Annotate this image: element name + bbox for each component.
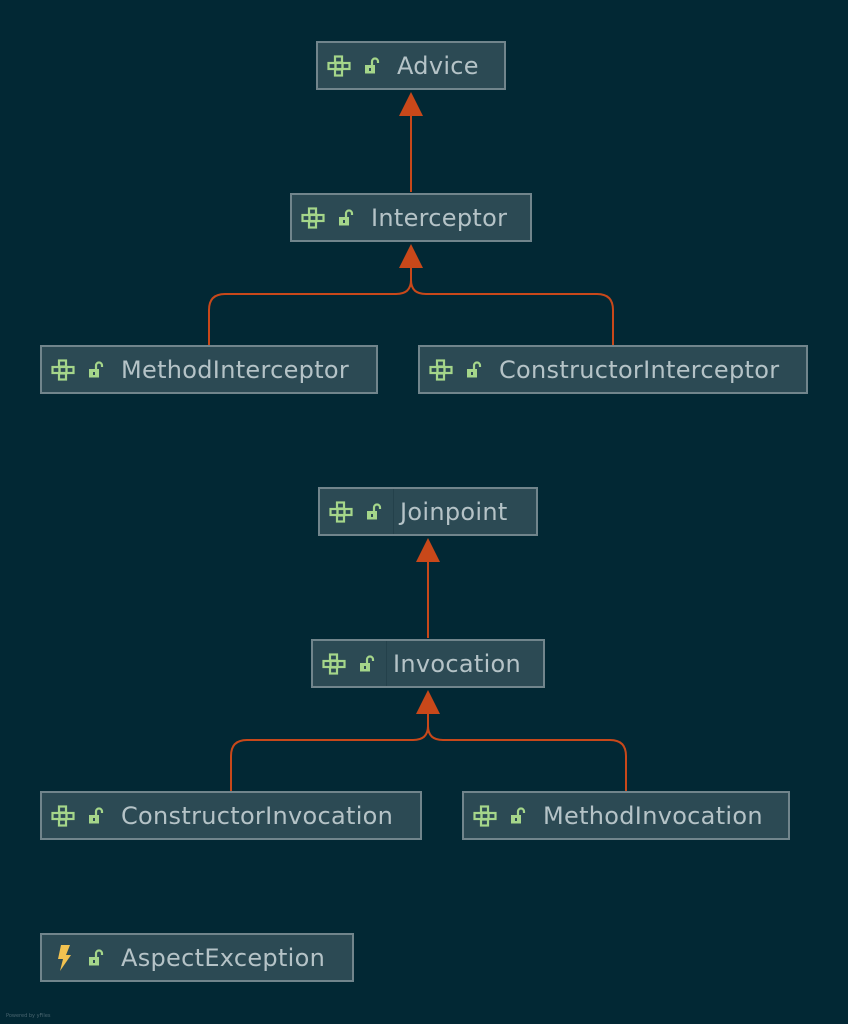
public-lock-icon bbox=[331, 208, 355, 227]
node-interceptor[interactable]: Interceptor bbox=[290, 193, 532, 242]
interface-icon bbox=[329, 489, 359, 534]
node-joinpoint[interactable]: Joinpoint bbox=[318, 487, 538, 536]
node-label: ConstructorInterceptor bbox=[499, 355, 780, 384]
public-lock-icon bbox=[81, 948, 105, 967]
node-invocation[interactable]: Invocation bbox=[311, 639, 545, 688]
public-lock-icon bbox=[352, 654, 376, 673]
node-label: AspectException bbox=[121, 943, 326, 972]
arrowhead-joinpoint bbox=[416, 538, 440, 562]
public-lock-icon bbox=[459, 360, 483, 379]
arrowhead-interceptor bbox=[399, 244, 423, 268]
public-lock-icon bbox=[81, 360, 105, 379]
node-label: MethodInterceptor bbox=[121, 355, 350, 384]
node-advice[interactable]: Advice bbox=[316, 41, 506, 90]
edge-methodinterceptor-interceptor bbox=[208, 266, 412, 345]
interface-icon bbox=[301, 195, 331, 240]
node-label: ConstructorInvocation bbox=[121, 801, 394, 830]
node-label: Interceptor bbox=[371, 203, 508, 232]
public-lock-icon bbox=[81, 806, 105, 825]
node-label: Joinpoint bbox=[400, 497, 508, 526]
node-method-interceptor[interactable]: MethodInterceptor bbox=[40, 345, 378, 394]
node-label: MethodInvocation bbox=[543, 801, 763, 830]
powered-by-footer: Powered by yFiles bbox=[6, 1013, 51, 1019]
arrowhead-advice bbox=[399, 92, 423, 116]
interface-icon bbox=[327, 43, 357, 88]
lightning-icon bbox=[51, 944, 81, 972]
interface-icon bbox=[473, 793, 503, 838]
interface-icon bbox=[51, 347, 81, 392]
interface-icon bbox=[51, 793, 81, 838]
public-lock-icon bbox=[359, 502, 383, 521]
edge-constructorinterceptor-interceptor bbox=[410, 266, 614, 345]
public-lock-icon bbox=[357, 56, 381, 75]
edge-methodinvocation-invocation bbox=[427, 712, 627, 791]
interface-icon bbox=[429, 347, 459, 392]
separator bbox=[386, 641, 387, 686]
interface-icon bbox=[322, 641, 352, 686]
node-aspect-exception[interactable]: AspectException bbox=[40, 933, 354, 982]
node-label: Advice bbox=[397, 51, 479, 80]
node-constructor-invocation[interactable]: ConstructorInvocation bbox=[40, 791, 422, 840]
public-lock-icon bbox=[503, 806, 527, 825]
node-label: Invocation bbox=[393, 649, 522, 678]
arrowhead-invocation bbox=[416, 690, 440, 714]
edge-constructorinvocation-invocation bbox=[230, 712, 429, 791]
node-method-invocation[interactable]: MethodInvocation bbox=[462, 791, 790, 840]
separator bbox=[393, 489, 394, 534]
node-constructor-interceptor[interactable]: ConstructorInterceptor bbox=[418, 345, 808, 394]
